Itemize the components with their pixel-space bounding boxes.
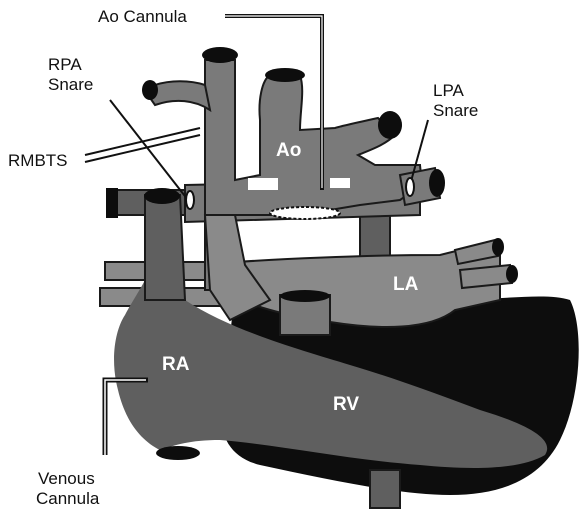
ao-label: Ao [276, 140, 301, 161]
pulmonary-vein-right-upper-cap [492, 238, 504, 256]
rpa-left-cap [106, 188, 118, 218]
rpa-snare-label-line2: Snare [48, 75, 93, 94]
aorta-window-right [330, 178, 350, 188]
rmbts-line-2 [85, 135, 200, 162]
lpa-snare-label-line2: Snare [433, 101, 478, 120]
pulmonary-vein-right-lower-cap [506, 265, 518, 283]
ao-cannula-label: Ao Cannula [98, 7, 187, 26]
rpa-snare-label-line1: RPA [48, 55, 82, 74]
la-label: LA [393, 274, 419, 295]
aortic-purse-string [270, 207, 340, 219]
pulmonary-outflow-top [280, 290, 330, 302]
venous-cannula-label-line1: Venous [38, 469, 95, 488]
lpa-right-cap [429, 169, 445, 197]
aorta-right-cap [378, 111, 402, 139]
ra-label: RA [162, 354, 190, 375]
lpa-snare-label-line1: LPA [433, 81, 465, 100]
rpa-snare-line [110, 100, 188, 200]
ivc-cap [156, 446, 200, 460]
pulmonary-vein-right-lower [460, 265, 512, 288]
aorta-left-branch-cap [142, 80, 158, 100]
venous-cannula-label-line2: Cannula [36, 489, 100, 508]
rpa-snare-knot [186, 191, 194, 209]
aorta-window-left [248, 178, 278, 190]
rv-label: RV [333, 394, 359, 415]
rmbts-label: RMBTS [8, 151, 68, 170]
aorta-middle-cap [265, 68, 305, 82]
lpa-snare-knot [406, 178, 414, 196]
svc [145, 195, 185, 300]
aorta-top-cap [202, 47, 238, 63]
aorta-left-branch [148, 81, 210, 110]
svc-cap [144, 188, 180, 204]
ivc-bottom [370, 470, 400, 508]
